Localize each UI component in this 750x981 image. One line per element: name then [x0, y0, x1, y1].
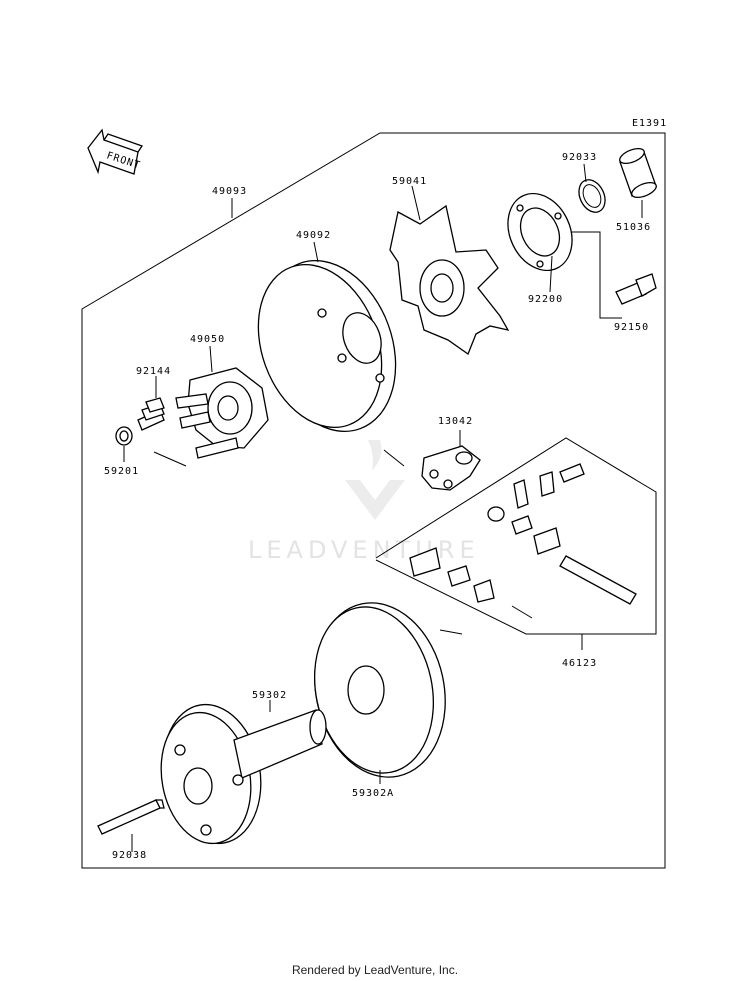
- assembly-outline: [81, 132, 666, 869]
- leader-92200: [549, 255, 553, 293]
- diagram-code: E1391: [632, 118, 667, 129]
- part-59302A-label[interactable]: 59302A: [352, 788, 394, 799]
- part-92033[interactable]: [574, 176, 610, 217]
- part-49093-label[interactable]: 49093: [212, 186, 247, 197]
- part-92144-label[interactable]: 92144: [136, 366, 171, 377]
- part-92038-label[interactable]: 92038: [112, 850, 147, 861]
- leader-49050: [209, 345, 213, 373]
- part-92150[interactable]: [615, 273, 657, 305]
- guide-line-2: [383, 449, 405, 467]
- part-13042[interactable]: [421, 445, 481, 491]
- part-59201-label[interactable]: 59201: [104, 466, 139, 477]
- part-59201[interactable]: [115, 426, 133, 446]
- part-59041-label[interactable]: 59041: [392, 176, 427, 187]
- footer-credit: Rendered by LeadVenture, Inc.: [291, 963, 459, 977]
- leader-59041: [411, 185, 421, 221]
- part-13042-label[interactable]: 13042: [438, 416, 473, 427]
- part-59302-label[interactable]: 59302: [252, 690, 287, 701]
- part-92200[interactable]: [496, 183, 584, 281]
- bracket-92150: [572, 231, 622, 319]
- part-49092-label[interactable]: 49092: [296, 230, 331, 241]
- subassembly-46123-outline: [375, 437, 657, 635]
- part-46123-components[interactable]: [409, 463, 637, 605]
- leadventure-logo-icon: [345, 480, 405, 520]
- part-51036[interactable]: [618, 146, 659, 201]
- part-49050[interactable]: [175, 367, 269, 459]
- part-59302A[interactable]: [299, 591, 461, 790]
- part-59302[interactable]: [151, 697, 327, 852]
- part-46123-label[interactable]: 46123: [562, 658, 597, 669]
- watermark-text: LEADVENTURE: [248, 536, 480, 564]
- part-92144[interactable]: [137, 397, 165, 431]
- leader-92033: [583, 163, 587, 183]
- part-49050-label[interactable]: 49050: [190, 334, 225, 345]
- part-92200-label[interactable]: 92200: [528, 294, 563, 305]
- guide-line-4: [439, 629, 463, 635]
- flame-icon: [368, 440, 382, 470]
- guide-line-1: [153, 451, 187, 467]
- part-49092[interactable]: [237, 242, 419, 450]
- part-92033-label[interactable]: 92033: [562, 152, 597, 163]
- part-59041[interactable]: [389, 204, 510, 356]
- part-92038[interactable]: [97, 799, 165, 835]
- leader-49092: [313, 241, 319, 263]
- guide-line-3: [511, 605, 533, 619]
- part-51036-label[interactable]: 51036: [616, 222, 651, 233]
- front-arrow-icon[interactable]: FRONT: [87, 128, 144, 175]
- part-92150-label[interactable]: 92150: [614, 322, 649, 333]
